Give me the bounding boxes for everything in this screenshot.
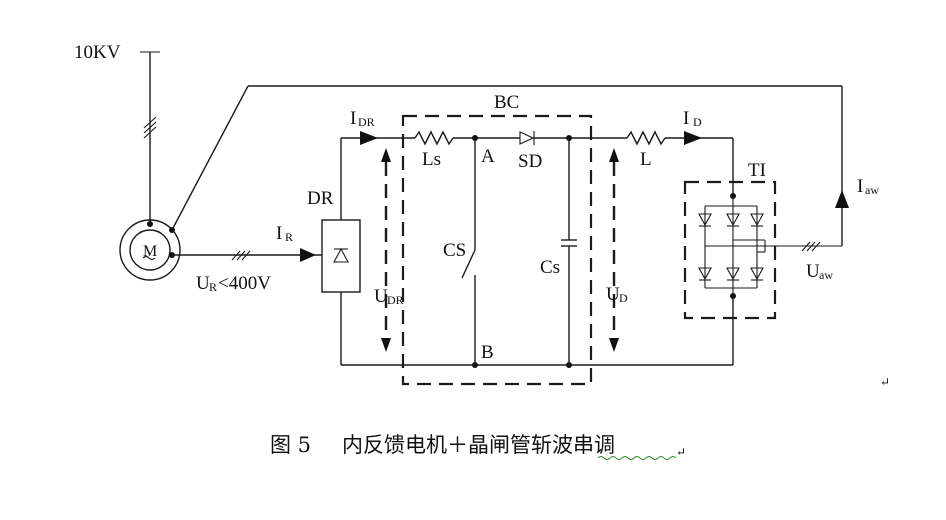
supply-line: [140, 51, 160, 227]
dc-current-label: I: [683, 108, 689, 129]
figure-number: 图 5: [270, 433, 311, 457]
inductor-l-label: L: [640, 149, 652, 170]
grid-voltage-label: 10KV: [74, 42, 121, 63]
rotor-current-sub: R: [285, 230, 293, 244]
caption-return-mark: ↵: [676, 445, 686, 459]
dc-voltage-label: U: [606, 284, 620, 305]
spellcheck-underline: [597, 456, 677, 460]
ac-voltage-sub: aw: [819, 268, 833, 282]
inverter-ti: [683, 180, 842, 320]
rotor-line: [172, 248, 322, 262]
dc-voltage-sub: D: [619, 291, 628, 305]
switch-cs: [461, 138, 476, 365]
ac-voltage-label: U: [806, 261, 820, 282]
capacitor-cs-label: Cs: [540, 257, 560, 278]
node-b-label: B: [481, 342, 494, 363]
rotor-voltage-sub: R: [209, 280, 217, 294]
diode-sd-label: SD: [518, 151, 542, 172]
chopper-label: BC: [494, 92, 519, 113]
node-a-label: A: [481, 146, 495, 167]
motor-symbol: M: [143, 243, 157, 260]
rotor-current-label: I: [276, 223, 282, 244]
inductor-ls-label: Ls: [422, 149, 441, 170]
rectifier-dr: [321, 138, 361, 365]
rotor-voltage-limit: <400V: [218, 273, 271, 294]
dc-current-sub: D: [693, 115, 702, 129]
figure-title: 内反馈电机＋晶闸管斩波串调: [342, 433, 615, 457]
feedback-line: [171, 85, 843, 246]
ud-arrows: [609, 148, 619, 352]
rotor-voltage-label: U: [196, 273, 210, 294]
inverter-label: TI: [748, 160, 766, 181]
ac-current-arrow: [835, 190, 849, 208]
udr-arrows: [381, 148, 391, 352]
ac-current-sub: aw: [865, 183, 879, 197]
return-mark: ↵: [880, 375, 890, 389]
chopper-box: [401, 114, 593, 386]
dr-voltage-sub: DR: [387, 293, 404, 307]
rectifier-label: DR: [307, 188, 334, 209]
dr-current-sub: DR: [358, 115, 375, 129]
motor: M: [119, 219, 181, 281]
ac-current-label: I: [857, 176, 863, 197]
switch-cs-label: CS: [443, 240, 466, 261]
dr-voltage-label: U: [374, 286, 388, 307]
dr-current-label: I: [350, 108, 356, 129]
capacitor-cs: [561, 138, 577, 365]
